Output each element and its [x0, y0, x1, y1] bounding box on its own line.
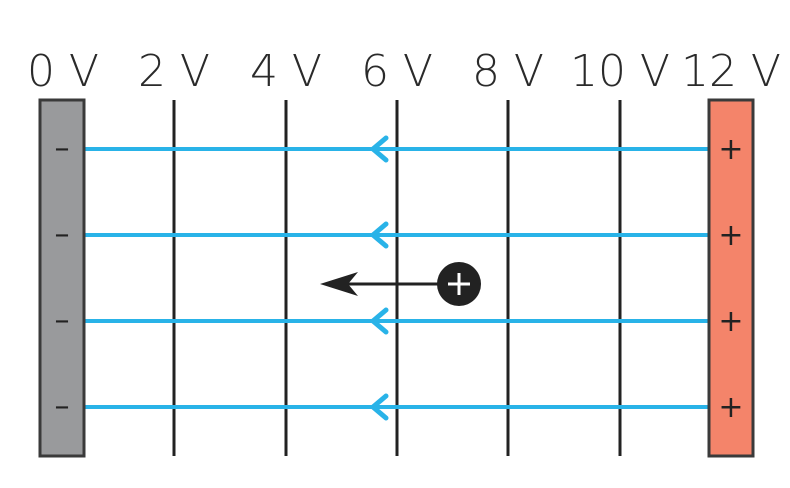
equipotential-lines	[172, 100, 622, 456]
field-arrow-icon	[370, 307, 389, 335]
minus-icon: –	[55, 303, 70, 338]
voltage-label-12v: 12 V	[681, 46, 781, 97]
plus-icon: +	[718, 390, 743, 425]
voltage-label-4v: 4 V	[250, 46, 322, 97]
force-arrow-head-icon	[320, 272, 358, 296]
voltage-labels: 0 V 2 V 4 V 6 V 8 V 10 V 12 V	[27, 46, 781, 97]
positive-charge	[437, 262, 481, 306]
minus-icon: –	[55, 131, 70, 166]
negative-plate: – – – –	[38, 98, 86, 458]
voltage-label-10v: 10 V	[570, 46, 670, 97]
field-arrow-icon	[370, 135, 389, 163]
minus-icon: –	[55, 389, 70, 424]
voltage-label-0v: 0 V	[27, 46, 99, 97]
field-arrow-icon	[370, 393, 389, 421]
voltage-label-2v: 2 V	[138, 46, 210, 97]
plus-icon: +	[718, 132, 743, 167]
positive-plate-body	[707, 98, 755, 458]
plus-icon: +	[718, 218, 743, 253]
plus-icon: +	[718, 304, 743, 339]
minus-icon: –	[55, 217, 70, 252]
voltage-label-8v: 8 V	[472, 46, 544, 97]
voltage-label-6v: 6 V	[361, 46, 433, 97]
negative-plate-body	[38, 98, 86, 458]
field-arrow-icon	[370, 221, 389, 249]
force-arrow	[320, 272, 442, 296]
field-lines	[84, 135, 711, 421]
positive-plate: + + + +	[707, 98, 755, 458]
